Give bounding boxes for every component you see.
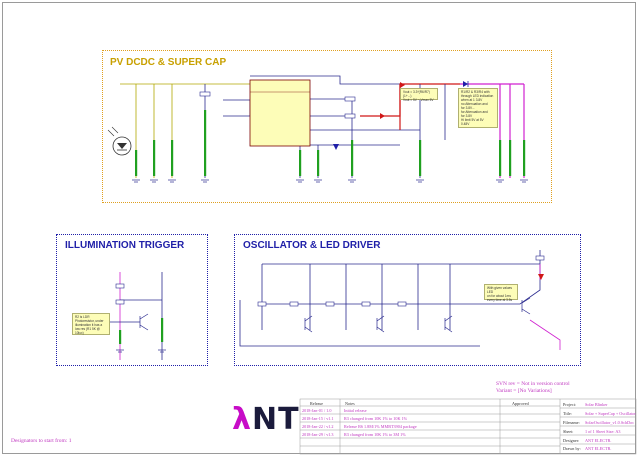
ground-icon — [150, 179, 158, 183]
ground-bar — [204, 110, 207, 176]
npn-transistor-icon — [521, 297, 531, 315]
field-label-title: Title: — [563, 411, 572, 416]
ground-bar — [317, 150, 320, 176]
ground-icon — [201, 179, 209, 183]
ground-bar — [509, 140, 512, 176]
logo-text: NT — [251, 402, 300, 437]
ground-bar — [419, 140, 422, 176]
ground-icon — [168, 179, 176, 183]
ground-bar — [119, 330, 122, 344]
field-value-project: Solar Blinker — [585, 402, 608, 407]
field-label-project: Project: — [563, 402, 577, 407]
trigger-section-title: ILLUMINATION TRIGGER — [65, 240, 185, 251]
ground-icon — [314, 179, 322, 183]
ground-bar — [499, 140, 502, 176]
ground-icon — [116, 349, 124, 353]
field-label-designer: Designer: — [563, 438, 580, 443]
oscillator-note: With given values LED on for about 1ms e… — [484, 284, 518, 302]
oscillator-panel — [234, 234, 581, 366]
ground-icon — [296, 179, 304, 183]
resistor — [344, 96, 356, 102]
pv-section-title: PV DCDC & SUPER CAP — [110, 57, 227, 68]
dcdc-ic — [249, 79, 311, 147]
led-icon — [538, 274, 544, 280]
release-date: 2018-Jan-01 / 1.0 — [302, 408, 332, 413]
led-icon — [380, 113, 385, 119]
npn-transistor-icon — [304, 315, 313, 333]
release-date: 2018-Jan-29 / v1.3 — [302, 432, 334, 437]
resistor — [115, 283, 125, 289]
ground-bar — [171, 140, 174, 176]
field-value-title: Solar + SuperCap + Oscillator — [585, 411, 636, 416]
photodiode-icon — [107, 126, 132, 156]
resistor — [257, 301, 267, 307]
release-note: Initial release — [344, 408, 367, 413]
field-value-designer: ANT ELECTR. — [585, 438, 612, 443]
resistor — [325, 301, 335, 307]
ground-bar — [135, 150, 138, 176]
release-note: Release R6 1.8M/1% MMBT3904 package — [344, 424, 417, 429]
release-note: R3 changed from 10K 1% to 3M 1% — [344, 432, 406, 437]
svn-info: SVN rev = Not in version control Variant… — [496, 381, 570, 395]
resistor — [361, 301, 371, 307]
tb-header-release: Release — [310, 401, 324, 406]
sheet-border — [2, 2, 636, 454]
resistor — [344, 113, 356, 119]
field-label-sheet: Sheet: — [563, 429, 574, 434]
ground-bar — [351, 140, 354, 176]
resistor — [289, 301, 299, 307]
led-ground-wire — [529, 319, 561, 350]
ground-icon — [158, 349, 166, 353]
svn-rev: SVN rev = Not in version control — [496, 381, 570, 387]
pv-note-supercap: R1/R2 & R3/R4 with through LED indicatio… — [458, 88, 498, 128]
npn-transistor-icon — [376, 315, 385, 333]
osc-feedback-rail — [239, 300, 480, 347]
dcdc-top-wire — [250, 75, 400, 85]
dcdc-left-wire-2 — [223, 99, 251, 117]
release-note: R3 changed from 10K 1% to 10K 1% — [344, 416, 408, 421]
release-date: 2018-Jan-22 / v1.2 — [302, 424, 334, 429]
led-icon — [333, 144, 339, 150]
ground-bar — [153, 140, 156, 176]
pv-note-output: Vout = 3.3*(R6/R7)(1+...) Vout = 5V ~ Vm… — [400, 88, 438, 102]
trigger-note: R2 is LDR Photoresistor, under illuminat… — [72, 313, 110, 335]
ground-bar — [523, 140, 526, 176]
field-label-filename: Filename: — [563, 420, 580, 425]
ground-bar — [299, 150, 302, 176]
field-label-drawn-by: Drawn by: — [563, 446, 581, 451]
ground-bar — [161, 318, 164, 342]
pv-dcdc-panel — [102, 50, 552, 203]
npn-transistor-icon — [139, 313, 149, 331]
release-date: 2018-Jan-15 / v1.1 — [302, 416, 334, 421]
ground-icon — [132, 179, 140, 183]
npn-transistor-icon — [444, 315, 453, 333]
svn-variant: Variant = [No Variations] — [496, 388, 552, 394]
resistor — [535, 255, 545, 261]
field-value-sheet: 1 of 1 Sheet Size: A3 — [585, 429, 621, 434]
field-value-filename: SolarOscillator_v1.0.SchDoc — [585, 420, 635, 425]
led-icon — [463, 81, 469, 87]
designators-note: Designators to start from: 1 — [11, 438, 72, 444]
tb-header-approved: Approved — [512, 401, 529, 406]
resistor — [115, 299, 125, 305]
tb-header-notes: Notes — [345, 401, 355, 406]
field-value-drawn-by: ANT ELECTR. — [585, 446, 612, 451]
title-block — [299, 398, 637, 455]
trigger-panel — [56, 234, 208, 366]
ant-logo: λNT — [232, 402, 300, 437]
resistor — [199, 91, 211, 97]
ground-icon — [416, 179, 424, 183]
diode-icon — [400, 82, 405, 88]
resistor — [397, 301, 407, 307]
ground-icon — [520, 179, 528, 183]
logo-lambda: λ — [232, 402, 252, 437]
ground-icon — [496, 179, 504, 183]
oscillator-section-title: OSCILLATOR & LED DRIVER — [243, 240, 381, 251]
ground-icon — [348, 179, 356, 183]
